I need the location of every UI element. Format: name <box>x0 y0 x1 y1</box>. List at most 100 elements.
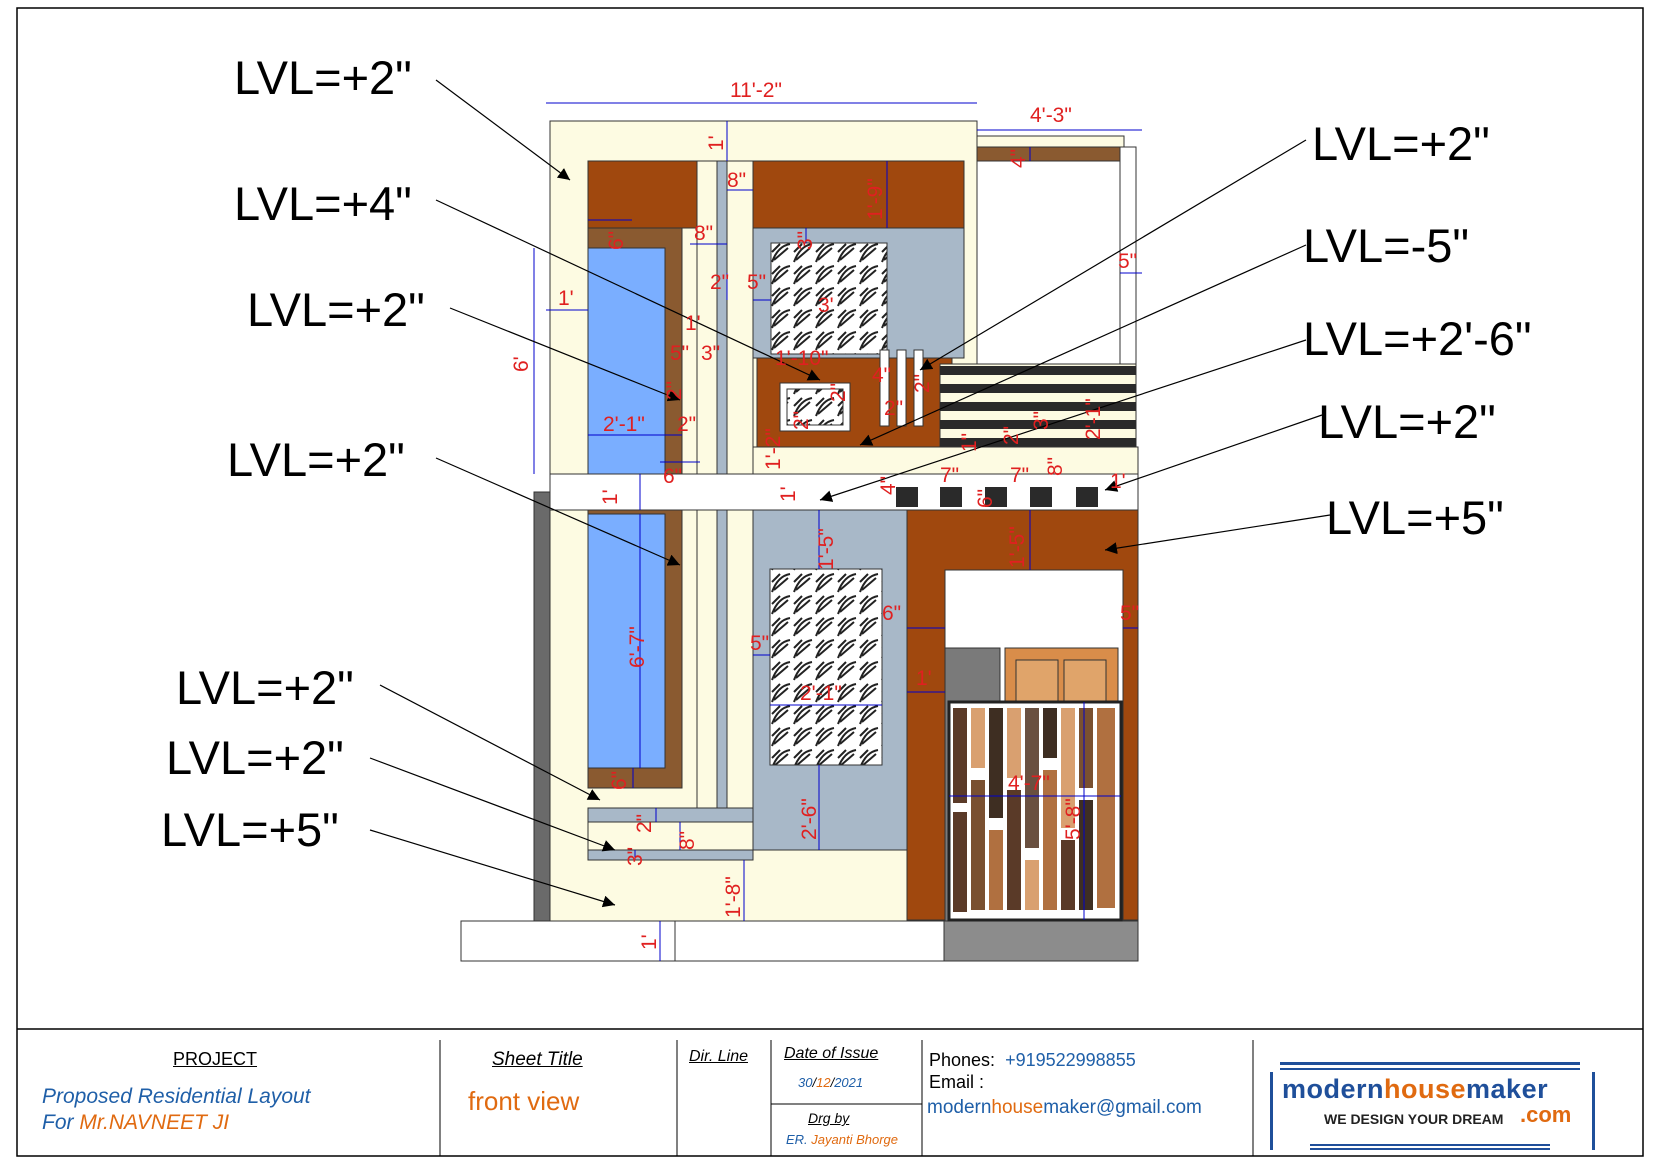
dim-text: 2" <box>911 374 934 393</box>
slab-block-1 <box>896 487 918 507</box>
main-gate <box>947 700 1123 922</box>
top-brown-band <box>587 160 965 229</box>
plinth-left <box>460 920 676 962</box>
brand-logo: modernhousemaker WE DESIGN YOUR DREAM .c… <box>1270 1062 1595 1162</box>
dim-text: 5" <box>1118 250 1137 273</box>
date-day: 30 <box>798 1075 813 1090</box>
dim-text: 1' <box>685 312 701 335</box>
logo-tagline: WE DESIGN YOUR DREAM <box>1324 1111 1504 1127</box>
left-wall-strip <box>533 491 551 922</box>
level-label: LVL=+2'-6" <box>1303 312 1532 365</box>
dim-text: 2" <box>677 413 696 436</box>
dim-text: 1'-5" <box>1006 526 1029 568</box>
dim-text: 6" <box>663 465 682 488</box>
dim-text: 1' <box>1110 470 1126 493</box>
dim-text: 2" <box>827 383 850 402</box>
dim-text: 7" <box>940 464 959 487</box>
dim-text: 1' <box>599 489 622 505</box>
dim-text: 5" <box>670 342 689 365</box>
email-address[interactable]: modernhousemaker@gmail.com <box>927 1098 1202 1117</box>
parapet-brown <box>976 146 1121 162</box>
dim-text: 6'-7" <box>626 626 649 668</box>
dim-text: 4" <box>877 476 900 495</box>
dim-text: 2" <box>1000 426 1023 445</box>
sheet-title-heading: Sheet Title <box>492 1049 583 1070</box>
dim-text: 6" <box>974 489 997 508</box>
email-part: house <box>991 1097 1044 1118</box>
phones-row: Phones: +919522998855 <box>929 1051 1136 1069</box>
dim-text: 3" <box>624 847 647 866</box>
dim-text: 3" <box>794 231 817 250</box>
dim-text: 3' <box>818 294 834 317</box>
project-for: For <box>42 1111 80 1134</box>
dim-text: 6" <box>608 771 631 790</box>
logo-word: modern <box>1282 1074 1385 1104</box>
dim-text: 1'-8" <box>722 876 745 918</box>
level-label: LVL=+2" <box>166 731 344 784</box>
project-line-1: Proposed Residential Layout <box>42 1085 311 1108</box>
dim-text: 1' <box>777 486 800 502</box>
dim-text: 2'-1" <box>603 413 645 436</box>
dim-text: 6" <box>605 231 628 250</box>
date-year: 2021 <box>834 1075 864 1090</box>
slab-cap <box>752 446 1139 475</box>
level-label: LVL=+2" <box>234 51 412 104</box>
dim-text: 4'-7" <box>1008 772 1050 795</box>
level-label: LVL=-5" <box>1303 219 1470 272</box>
step-cream <box>587 821 754 851</box>
date-of-issue: 30/12/2021 <box>798 1076 863 1089</box>
dim-text: 5'-8" <box>1062 798 1085 840</box>
dim-text: 2'-6" <box>798 798 821 840</box>
rail-1 <box>940 366 1136 375</box>
elevation-drawing <box>460 120 1139 962</box>
sheet-border <box>16 7 1644 1157</box>
logo-rule <box>1280 1068 1580 1070</box>
dim-text: 5" <box>1120 602 1139 625</box>
slab-block-5 <box>1076 487 1098 507</box>
dim-text: 7" <box>1010 464 1029 487</box>
logo-rule <box>1310 1144 1550 1146</box>
level-label: LVL=+2" <box>176 661 354 714</box>
dim-text: 2" <box>884 397 903 420</box>
plinth-mid <box>674 920 945 962</box>
level-label: LVL=+5" <box>1326 491 1504 544</box>
dim-text: 2'-1" <box>800 682 842 705</box>
project-line-2: For Mr.NAVNEET JI <box>42 1112 229 1133</box>
logo-bracket <box>1270 1072 1273 1150</box>
small-window-jali <box>786 388 844 426</box>
dim-text: 2'-1" <box>1082 398 1105 440</box>
dim-text: 1'-5" <box>815 528 838 570</box>
logo-rule <box>1280 1062 1580 1065</box>
phone-number[interactable]: +919522998855 <box>1005 1050 1136 1070</box>
left-glass-upper <box>587 247 666 475</box>
dim-text: 8" <box>727 169 746 192</box>
level-label: LVL=+2" <box>227 433 405 486</box>
slab-block-3 <box>985 487 1007 507</box>
dimension-lines <box>533 102 1142 961</box>
dim-text: 2" <box>790 411 813 430</box>
plinth-gate <box>943 920 1139 962</box>
dim-text: 4" <box>1007 149 1030 168</box>
phones-label: Phones: <box>929 1050 996 1070</box>
dim-text: 8" <box>1044 457 1067 476</box>
dim-text: 6" <box>882 602 901 625</box>
drawn-by: ER. Jayanti Bhorge <box>786 1133 898 1146</box>
dim-text: 1' <box>638 934 661 950</box>
dim-text: 5" <box>747 271 766 294</box>
dim-text: 1" <box>958 433 981 452</box>
dim-text: 1' <box>558 287 574 310</box>
date-sep: / <box>830 1075 835 1090</box>
logo-word: house <box>1384 1074 1467 1104</box>
dim-text: 1'-2" <box>762 428 785 470</box>
step-grey <box>587 807 754 823</box>
drg-name: Jayanti Bhorge <box>811 1132 899 1147</box>
dim-text: 3" <box>1030 411 1053 430</box>
door-panel-2 <box>1063 659 1107 709</box>
door-panel-1 <box>1015 659 1059 709</box>
slab-block-4 <box>1030 487 1052 507</box>
logo-rule <box>1310 1148 1550 1150</box>
drg-by-heading: Drg by <box>808 1110 850 1126</box>
email-part: modern <box>927 1097 992 1118</box>
logo-bracket <box>1592 1072 1595 1150</box>
date-heading: Date of Issue <box>784 1045 879 1062</box>
